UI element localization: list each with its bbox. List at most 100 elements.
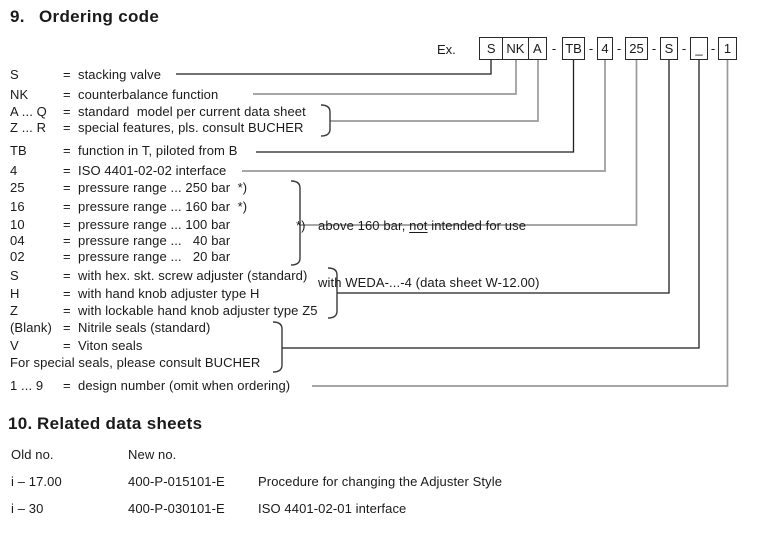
ordering-row: 1 ... 9=design number (omit when orderin…: [10, 377, 290, 394]
related-new-no: 400-P-015101-E: [128, 474, 225, 489]
footnote-line-1: *)above 160 bar, not intended for use: [296, 218, 527, 233]
connector-model-letter: [330, 60, 539, 122]
code-box: _: [690, 37, 708, 60]
code-value: Z ... R: [10, 120, 47, 135]
code-value: 25: [10, 180, 25, 195]
code-separator: -: [588, 41, 594, 56]
ordering-row: 10 = pressure range ... 100 bar: [10, 216, 230, 233]
code-value: S: [10, 67, 19, 82]
equals-sign: =: [63, 143, 71, 158]
related-new-no: 400-P-030101-E: [128, 501, 225, 516]
section-9-heading: 9.Ordering code: [10, 7, 159, 27]
code-value: H: [10, 286, 20, 301]
equals-sign: =: [63, 378, 71, 393]
section-10-number: 10.: [8, 414, 33, 433]
ordering-row: 04=pressure range ... 40 bar: [10, 232, 230, 249]
code-description: counterbalance function: [78, 87, 219, 102]
ordering-row: A ... Q = standard model per current data …: [10, 103, 306, 120]
ordering-row: 16 = pressure range ... 160 bar *): [10, 198, 247, 215]
ordering-row: 25=pressure range ... 250 bar *): [10, 179, 247, 196]
related-description: Procedure for changing the Adjuster Styl…: [258, 474, 503, 489]
code-value: 04: [10, 233, 25, 248]
code-description: function in T, piloted from B: [78, 143, 238, 158]
code-value: 02: [10, 249, 25, 264]
code-value: V: [10, 338, 19, 353]
section-9-number: 9.: [10, 7, 25, 26]
ordering-row: NK = counterbalance function: [10, 86, 218, 103]
related-old-no: i – 17.00: [11, 474, 62, 489]
code-description: standard model per current data sheet: [78, 104, 306, 119]
equals-sign: =: [63, 199, 71, 214]
ordering-row: Z = with lockable hand knob adjuster type …: [10, 302, 318, 319]
code-box-cell: NK: [503, 38, 529, 59]
code-separator: -: [616, 41, 622, 56]
ordering-row: S = stacking valve: [10, 66, 161, 83]
related-header-new: New no.: [128, 447, 177, 462]
example-label: Ex.: [437, 42, 456, 57]
equals-sign: =: [63, 303, 71, 318]
code-description: pressure range ... 20 bar: [78, 249, 231, 264]
footnote: *)above 160 bar, not intended for use wi…: [296, 178, 540, 330]
ordering-row: (Blank) = Nitrile seals (standard): [10, 319, 210, 336]
code-separator: -: [710, 41, 716, 56]
code-value: 10: [10, 217, 25, 232]
code-description: special features, pls. consult BUCHER: [78, 120, 304, 135]
related-old-no: i – 30: [11, 501, 44, 516]
connector-stacking-valve: [176, 60, 492, 75]
code-box: 25: [625, 37, 648, 60]
code-box-cell: A: [532, 41, 542, 56]
code-box: S: [660, 37, 678, 60]
code-box: TB: [562, 37, 585, 60]
code-separator: -: [681, 41, 687, 56]
connector-counterbalance: [253, 60, 517, 95]
equals-sign: =: [63, 320, 71, 335]
brace-seals: [272, 321, 283, 373]
ordering-row: Z ... R = special features, pls. consult B…: [10, 119, 304, 136]
code-description: pressure range ... 40 bar: [78, 233, 231, 248]
equals-sign: =: [63, 286, 71, 301]
code-description: For special seals, please consult BUCHER: [10, 355, 261, 370]
brace-model-letter: [320, 104, 331, 137]
related-row: i – 17.00 400-P-015101-E Procedure for cha…: [11, 473, 502, 490]
equals-sign: =: [63, 163, 71, 178]
section-10-heading: 10.Related data sheets: [8, 414, 202, 434]
code-value: A ... Q: [10, 104, 47, 119]
code-value: Z: [10, 303, 19, 318]
code-description: Nitrile seals (standard): [78, 320, 211, 335]
code-value: (Blank): [10, 320, 52, 335]
code-value: S: [10, 268, 19, 283]
code-value: 1 ... 9: [10, 378, 44, 393]
equals-sign: =: [63, 67, 71, 82]
code-description: pressure range ... 160 bar *): [78, 199, 248, 214]
ordering-row: 4=ISO 4401-02-02 interface: [10, 162, 226, 179]
ordering-row: TB = function in T, piloted from B: [10, 142, 237, 159]
code-description: with lockable hand knob adjuster type Z5: [78, 303, 318, 318]
code-value: 16: [10, 199, 25, 214]
code-description: ISO 4401-02-02 interface: [78, 163, 227, 178]
code-description: with hex. skt. screw adjuster (standard): [78, 268, 308, 283]
code-value: TB: [10, 143, 27, 158]
code-separator: -: [551, 41, 557, 56]
equals-sign: =: [63, 120, 71, 135]
section-10-title: Related data sheets: [37, 414, 203, 433]
equals-sign: =: [63, 87, 71, 102]
ordering-extra-row: For special seals, please consult BUCHER: [10, 354, 260, 371]
code-value: NK: [10, 87, 29, 102]
equals-sign: =: [63, 104, 71, 119]
code-box: 1: [718, 37, 737, 60]
code-description: with hand knob adjuster type H: [78, 286, 260, 301]
footnote-line-2: with WEDA-...-4 (data sheet W-12.00): [318, 275, 540, 290]
ordering-row: H = with hand knob adjuster type H: [10, 285, 260, 302]
code-description: pressure range ... 100 bar: [78, 217, 231, 232]
code-description: stacking valve: [78, 67, 162, 82]
footnote-star: *): [296, 218, 306, 233]
ordering-row: 02 = pressure range ... 20 bar: [10, 248, 230, 265]
ordering-row: V=Viton seals: [10, 337, 142, 354]
code-box-cell: S: [480, 38, 504, 59]
equals-sign: =: [63, 338, 71, 353]
equals-sign: =: [63, 249, 71, 264]
equals-sign: =: [63, 217, 71, 232]
footnote-underlined-word: not: [409, 218, 428, 233]
